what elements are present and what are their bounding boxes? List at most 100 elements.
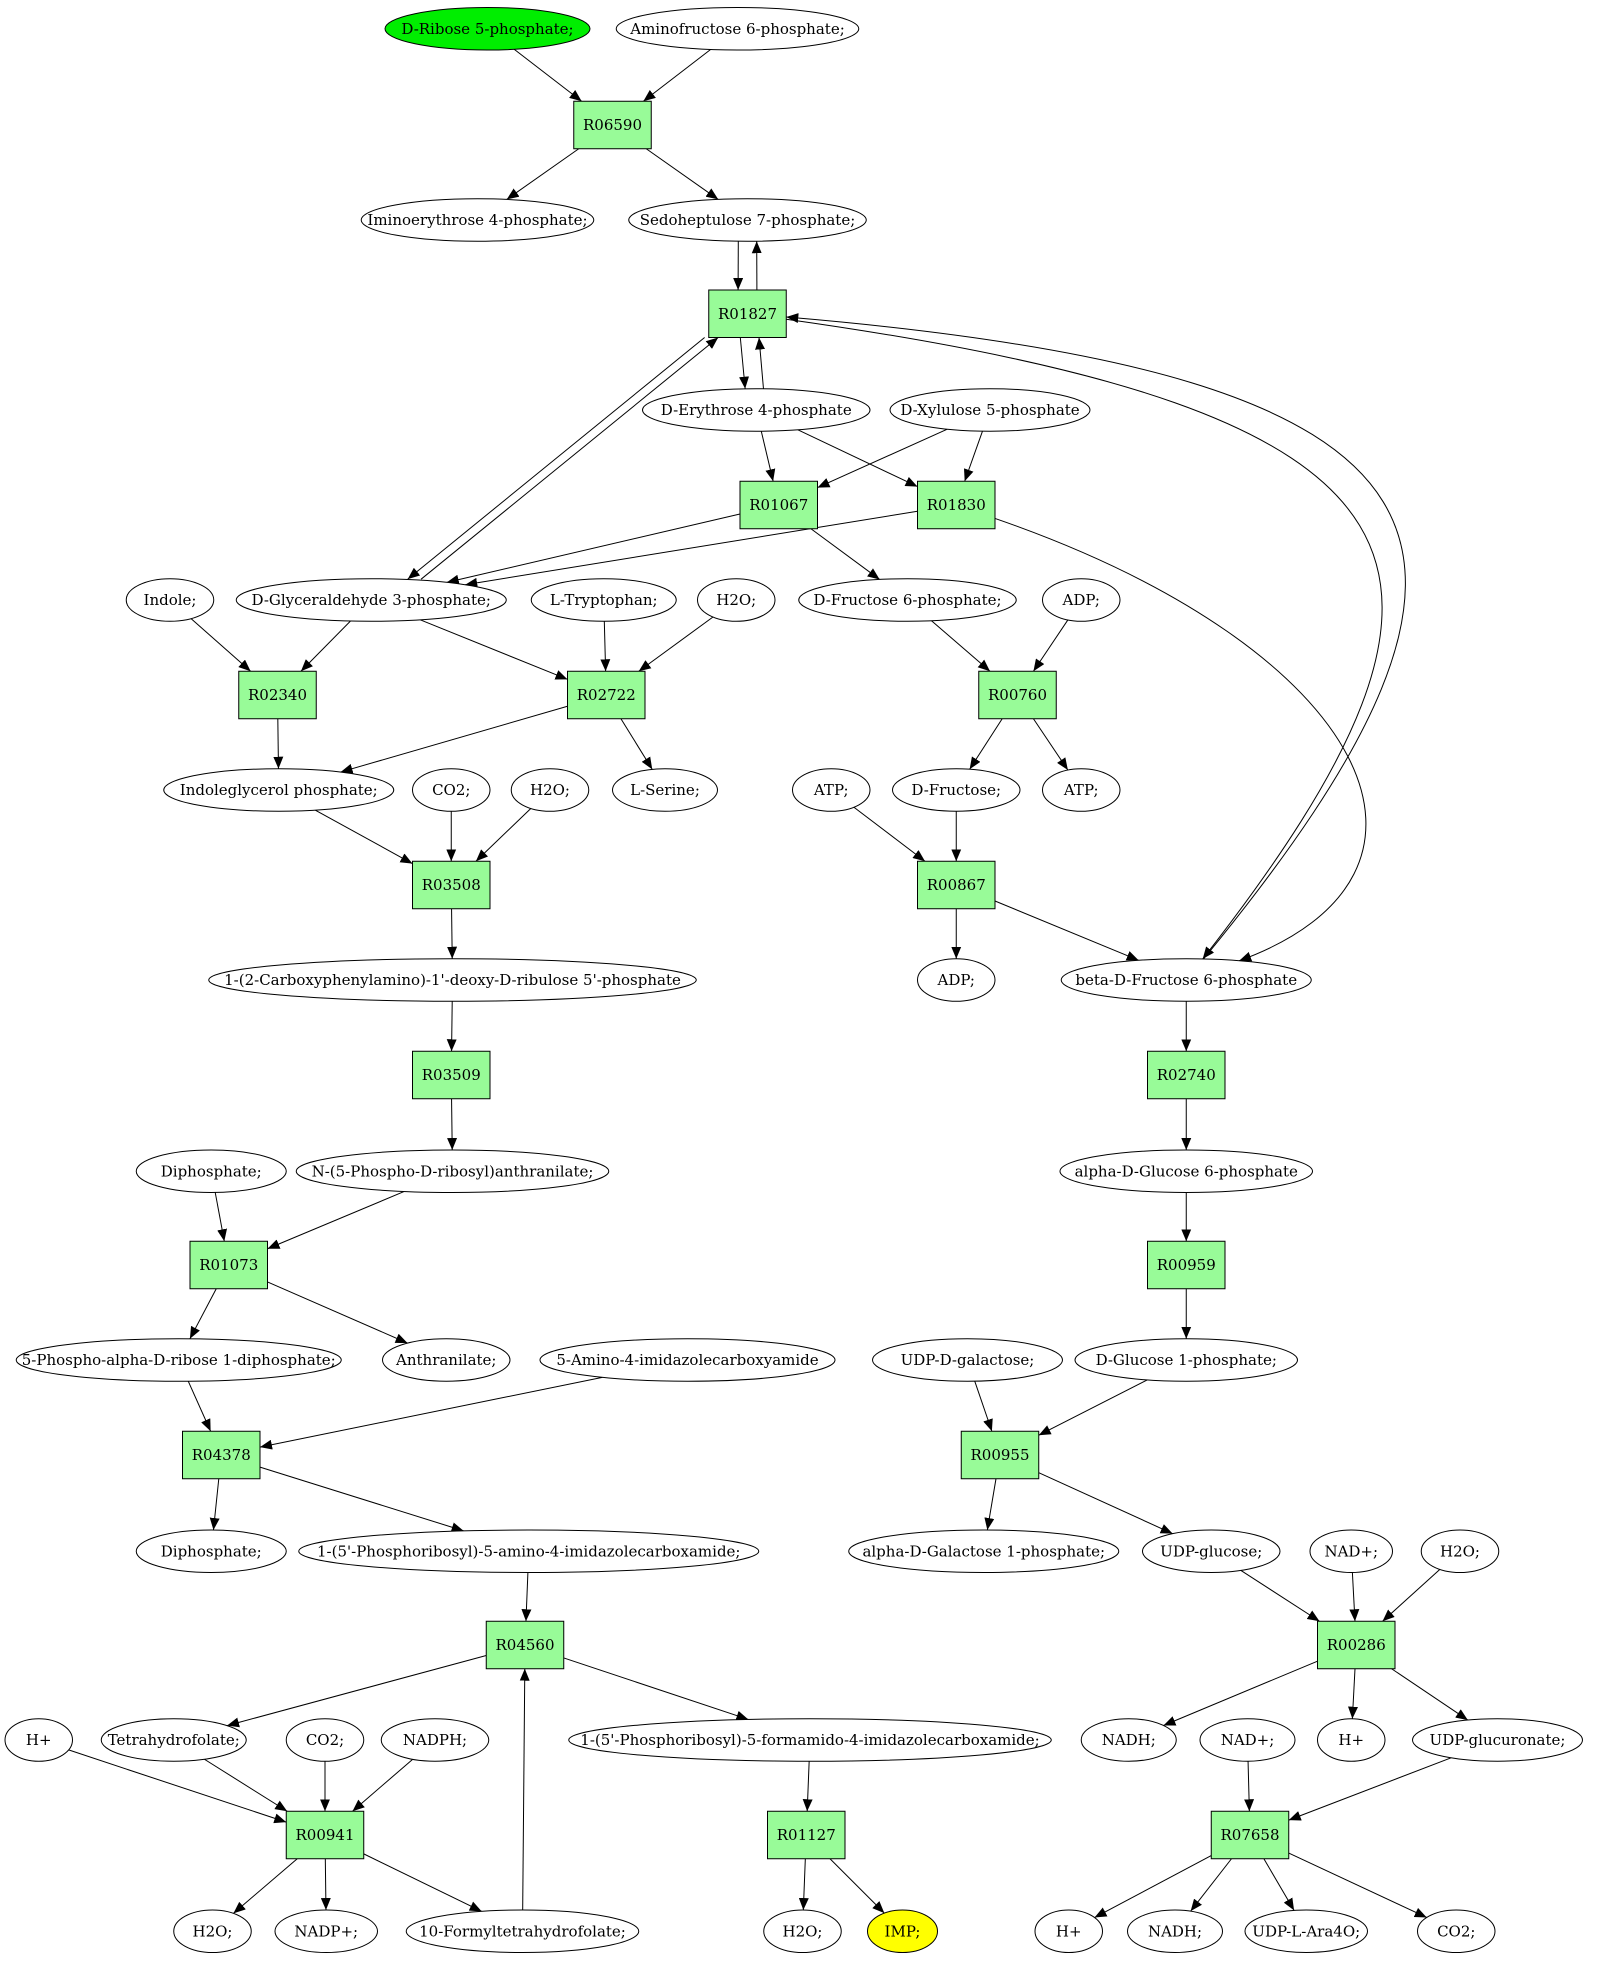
compound-indoleglycerol-p[interactable]: Indoleglycerol phosphate;: [163, 768, 395, 812]
compound-beta-d-fructose-6p[interactable]: beta-D-Fructose 6-phosphate: [1060, 958, 1312, 1002]
compound-co2-2[interactable]: CO2;: [285, 1718, 365, 1762]
compound-d-xylulose-5p[interactable]: D-Xylulose 5-phosphate: [889, 388, 1091, 432]
compound-h2o-2[interactable]: H2O;: [510, 768, 590, 812]
compound-aminofructose-6p[interactable]: Aminofructose 6-phosphate;: [615, 7, 860, 51]
compound-udp-glucose[interactable]: UDP-glucose;: [1142, 1529, 1281, 1573]
reaction-r00286[interactable]: R00286: [1317, 1620, 1396, 1670]
compound-shape: [125, 578, 215, 622]
reaction-box: [1317, 1620, 1396, 1670]
reaction-box: [285, 1810, 365, 1860]
compound-l-tryptophan[interactable]: L-Tryptophan;: [530, 578, 677, 622]
compound-d-fructose-6p[interactable]: D-Fructose 6-phosphate;: [798, 578, 1017, 622]
reaction-r03509[interactable]: R03509: [412, 1050, 491, 1100]
edge-arrow: [969, 718, 1003, 770]
edge-d_glyceraldehyde_3p-to-r02722: [420, 619, 568, 680]
reaction-r01827[interactable]: R01827: [708, 289, 787, 338]
compound-nad-1[interactable]: NAD+;: [1309, 1529, 1393, 1573]
compound-nadph[interactable]: NADPH;: [380, 1718, 490, 1762]
compound-label: 1-(5'-Phosphoribosyl)-5-amino-4-imidazol…: [317, 1542, 741, 1560]
edge-arrow: [563, 1657, 749, 1721]
compound-carboxyphenylamino[interactable]: 1-(2-Carboxyphenylamino)-1'-deoxy-D-ribu…: [208, 958, 697, 1002]
compound-h2o-4[interactable]: H2O;: [173, 1909, 252, 1953]
edge-r01067-to-d_fructose_6p: [810, 528, 880, 580]
compound-co2-1[interactable]: CO2;: [412, 768, 491, 812]
compound-udp-glucuronate[interactable]: UDP-glucuronate;: [1412, 1718, 1583, 1762]
edge-arrow: [226, 1654, 487, 1728]
compound-nadh-2[interactable]: NADH;: [1127, 1909, 1223, 1953]
compound-h-plus-3[interactable]: H+: [1034, 1909, 1103, 1953]
compound-nad-2[interactable]: NAD+;: [1199, 1718, 1296, 1762]
edge-arrow: [797, 429, 918, 488]
compound-alpha-d-galactose-1p[interactable]: alpha-D-Galactose 1-phosphate;: [848, 1529, 1120, 1573]
compound-d-erythrose-4p[interactable]: D-Erythrose 4-phosphate: [642, 388, 871, 432]
compound-tetrahydrofolate[interactable]: Tetrahydrofolate;: [100, 1718, 247, 1762]
compound-anthranilate[interactable]: Anthranilate;: [382, 1338, 511, 1382]
compound-faicar[interactable]: 1-(5'-Phosphoribosyl)-5-formamido-4-imid…: [568, 1718, 1052, 1762]
compound-adp-1[interactable]: ADP;: [1042, 578, 1121, 622]
compound-nadp-plus[interactable]: NADP+;: [274, 1909, 378, 1953]
compound-label: H2O;: [783, 1922, 823, 1940]
compound-h2o-5[interactable]: H2O;: [763, 1909, 842, 1953]
compound-udp-l-ara4o[interactable]: UDP-L-Ara4O;: [1244, 1909, 1368, 1953]
reaction-box: [412, 860, 491, 910]
compound-label: D-Fructose 6-phosphate;: [813, 591, 1001, 609]
compound-d-ribose-5p[interactable]: D-Ribose 5-phosphate;: [384, 7, 591, 51]
compound-adp-2[interactable]: ADP;: [917, 958, 996, 1002]
reaction-r01067[interactable]: R01067: [739, 480, 818, 530]
reaction-r07658[interactable]: R07658: [1210, 1810, 1290, 1860]
compound-label: 10-Formyltetrahydrofolate;: [419, 1922, 626, 1940]
compound-l-serine[interactable]: L-Serine;: [612, 768, 718, 812]
compound-label: NADH;: [1148, 1922, 1202, 1940]
reaction-r04560[interactable]: R04560: [485, 1620, 565, 1670]
edge-arrow: [363, 1853, 482, 1912]
reaction-r01127[interactable]: R01127: [767, 1810, 846, 1860]
reaction-r02740[interactable]: R02740: [1147, 1050, 1226, 1100]
reaction-r00955[interactable]: R00955: [960, 1430, 1040, 1480]
compound-imp[interactable]: IMP;: [867, 1909, 938, 1953]
reaction-r03508[interactable]: R03508: [412, 860, 491, 910]
compound-d-glucose-1p[interactable]: D-Glucose 1-phosphate;: [1074, 1338, 1298, 1382]
compound-shape: [135, 1149, 287, 1193]
edge-arrow: [643, 49, 711, 102]
reaction-r01073[interactable]: R01073: [189, 1240, 268, 1290]
reaction-r00760[interactable]: R00760: [978, 670, 1057, 720]
compound-h2o-3[interactable]: H2O;: [1420, 1529, 1500, 1573]
compound-iminoerythrose-4p[interactable]: Iminoerythrose 4-phosphate;: [360, 198, 595, 242]
compound-diphosphate-1[interactable]: Diphosphate;: [135, 1149, 287, 1193]
compound-h-plus-2[interactable]: H+: [1317, 1718, 1386, 1762]
edge-r00941-to-nadp_plus: [320, 1858, 331, 1911]
reaction-r00959[interactable]: R00959: [1147, 1240, 1226, 1290]
compound-atp-1[interactable]: ATP;: [792, 768, 871, 812]
compound-d-fructose[interactable]: D-Fructose;: [892, 768, 1021, 812]
edge-tetrahydrofolate-to-r00941: [204, 1758, 288, 1812]
compound-sedoheptulose-7p[interactable]: Sedoheptulose 7-phosphate;: [628, 198, 867, 242]
reaction-r06590[interactable]: R06590: [573, 100, 652, 150]
reaction-r00867[interactable]: R00867: [917, 860, 996, 910]
edge-arrow: [315, 809, 413, 865]
compound-nadh-1[interactable]: NADH;: [1080, 1718, 1177, 1762]
compound-d-glyceraldehyde-3p[interactable]: D-Glyceraldehyde 3-phosphate;: [235, 578, 507, 622]
reaction-r02340[interactable]: R02340: [238, 670, 317, 720]
compound-prpp[interactable]: 5-Phospho-alpha-D-ribose 1-diphosphate;: [15, 1338, 342, 1382]
compound-aica[interactable]: 5-Amino-4-imidazolecarboxyamide: [539, 1338, 836, 1382]
compound-atp-2[interactable]: ATP;: [1042, 768, 1121, 812]
compound-n-phospho-anthranilate[interactable]: N-(5-Phospho-D-ribosyl)anthranilate;: [295, 1149, 610, 1193]
reaction-r01830[interactable]: R01830: [917, 480, 996, 530]
reaction-r00941[interactable]: R00941: [285, 1810, 365, 1860]
compound-h-plus-1[interactable]: H+: [4, 1718, 73, 1762]
compound-indole[interactable]: Indole;: [125, 578, 215, 622]
edge-d_ribose_5p-to-r06590: [513, 48, 582, 102]
compound-h2o-1[interactable]: H2O;: [697, 578, 776, 622]
compound-formyl-thf[interactable]: 10-Formyltetrahydrofolate;: [405, 1909, 640, 1953]
reaction-r04378[interactable]: R04378: [182, 1430, 261, 1480]
compound-shape: [208, 958, 697, 1002]
compound-alpha-d-glucose-6p[interactable]: alpha-D-Glucose 6-phosphate: [1059, 1149, 1313, 1193]
edge-r03509-to-n_phospho_anthranilate: [447, 1098, 458, 1151]
reaction-box: [182, 1430, 261, 1480]
edge-arrow: [340, 705, 568, 774]
compound-co2-3[interactable]: CO2;: [1417, 1909, 1496, 1953]
compound-aicar[interactable]: 1-(5'-Phosphoribosyl)-5-amino-4-imidazol…: [298, 1529, 760, 1573]
compound-udp-d-galactose[interactable]: UDP-D-galactose;: [872, 1338, 1063, 1382]
compound-diphosphate-2[interactable]: Diphosphate;: [135, 1529, 287, 1573]
reaction-r02722[interactable]: R02722: [567, 670, 646, 720]
